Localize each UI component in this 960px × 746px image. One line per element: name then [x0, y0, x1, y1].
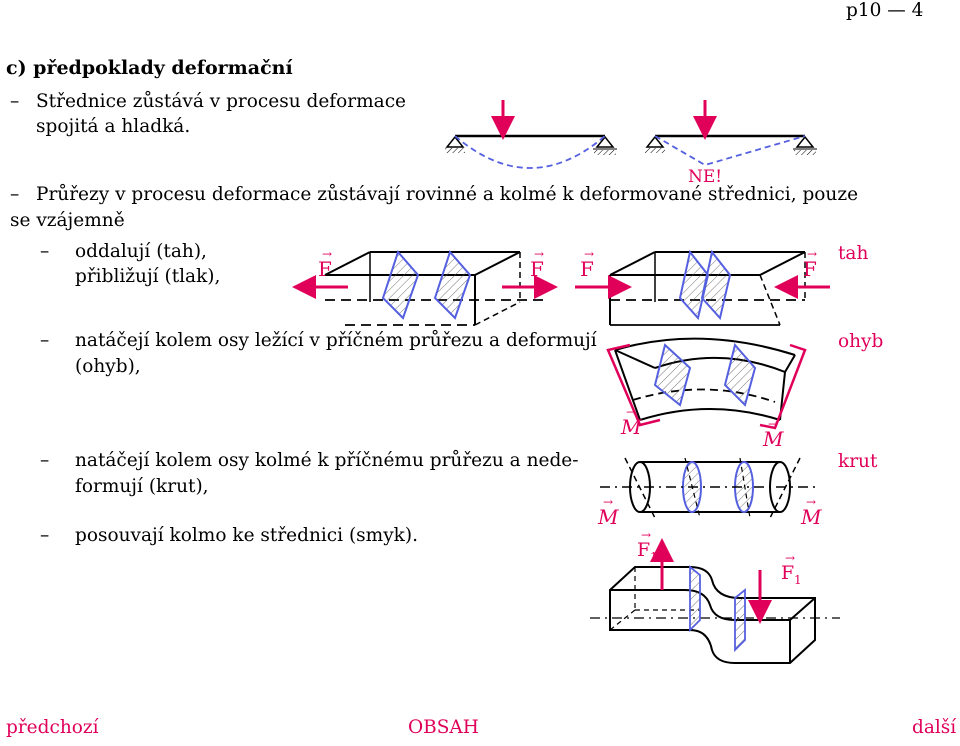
vector-arrow-glyph: → [641, 528, 651, 542]
section-heading: c) předpoklady deformační [6, 57, 293, 79]
vector-arrow-glyph: → [534, 247, 544, 261]
compression-diagram [575, 249, 830, 326]
moment-label-4: M [800, 505, 822, 529]
tension-diagram [292, 250, 558, 326]
force-label-1: F [318, 257, 332, 281]
list-dash: – [10, 184, 20, 205]
oddaluji-text: oddalují (tah), [75, 241, 207, 262]
list-dash: – [10, 91, 20, 112]
beam-diagram-correct [445, 100, 617, 169]
vector-arrow-glyph: → [807, 247, 817, 261]
list-dash: – [40, 525, 50, 546]
prurezy-text-1: Průřezy v procesu deformace zůstávají ro… [36, 184, 859, 205]
moment-label-2: M [762, 427, 784, 451]
force-label-3: F [580, 257, 594, 281]
krut-text-2: formují (krut), [75, 476, 209, 497]
strednice-text-2: spojitá a hladká. [36, 116, 191, 137]
force-subscript-1: 1 [650, 550, 658, 564]
shear-diagram [590, 538, 840, 664]
smyk-text: posouvají kolmo ke střednici (smyk). [75, 525, 418, 546]
torsion-diagram [600, 457, 820, 519]
priblizuji-text: přibližují (tlak), [75, 266, 221, 287]
force-label-2: F [530, 257, 544, 281]
page-number: p10 — 4 [846, 0, 924, 21]
nav-next-link[interactable]: další [912, 717, 957, 738]
force-subscript-2: 1 [794, 573, 802, 587]
prurezy-text-2: se vzájemně [10, 210, 125, 231]
beam-diagram-wrong [645, 100, 817, 166]
ohyb-text-1: natáčejí kolem osy ležící v příčném průř… [75, 330, 597, 351]
label-tah: tah [838, 243, 869, 264]
bending-diagram [606, 337, 807, 430]
vector-arrow-glyph: → [626, 405, 636, 419]
vector-arrow-glyph: → [785, 551, 795, 565]
strednice-text-1: Střednice zůstává v procesu deformace [36, 91, 406, 112]
force-label-6: F [781, 562, 794, 584]
list-dash: – [40, 450, 50, 471]
label-ohyb: ohyb [838, 331, 884, 352]
force-label-5: F [637, 539, 650, 561]
list-dash: – [40, 241, 50, 262]
vector-arrow-glyph: → [322, 247, 332, 261]
nav-prev-link[interactable]: předchozí [6, 717, 99, 738]
ohyb-text-2: (ohyb), [75, 356, 141, 377]
vector-arrow-glyph: → [584, 247, 594, 261]
nav-contents-link[interactable]: OBSAH [408, 717, 479, 738]
label-krut: krut [838, 451, 878, 472]
ne-label: NE! [688, 167, 722, 187]
krut-text-1: natáčejí kolem osy kolmé k příčnému průř… [75, 450, 579, 471]
list-dash: – [40, 330, 50, 351]
moment-label-1: M [620, 415, 642, 439]
vector-arrow-glyph: → [768, 417, 778, 431]
vector-arrow-glyph: → [806, 495, 816, 509]
force-label-4: F [803, 257, 817, 281]
moment-label-3: M [597, 505, 619, 529]
vector-arrow-glyph: → [603, 495, 613, 509]
